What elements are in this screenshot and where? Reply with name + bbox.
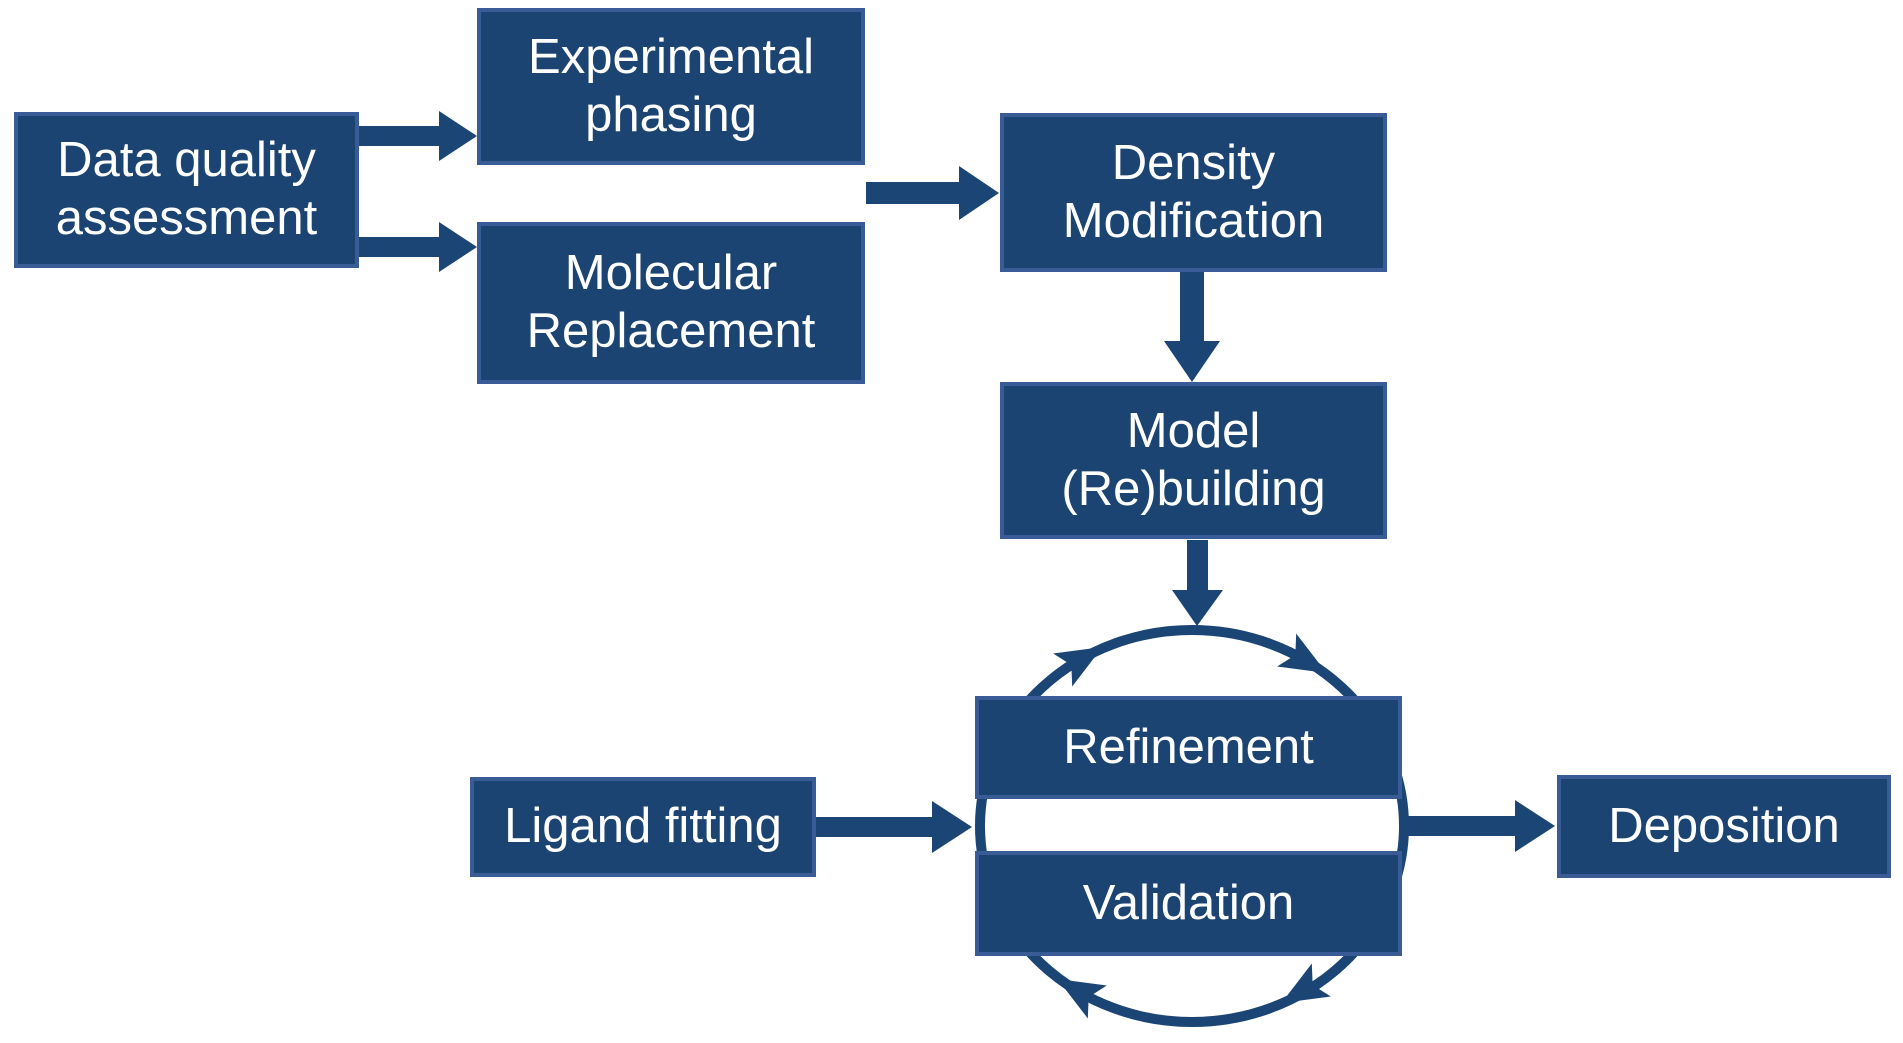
node-refinement: Refinement xyxy=(975,696,1402,799)
cycle-arrowhead-bottom-left xyxy=(1057,979,1107,1019)
cycle-ellipse xyxy=(975,625,1409,1027)
arrow-mod-to-cycle xyxy=(1172,540,1223,626)
arrow-cycle-to-dep xyxy=(1404,800,1555,852)
arrow-lig-to-cycle xyxy=(816,801,972,853)
arrow-dqa-to-exp xyxy=(358,111,477,161)
cycle-arrowhead-top-right xyxy=(1277,633,1327,673)
cycle-arrowhead-top-left xyxy=(1053,647,1103,687)
node-model-rebuilding: Model (Re)building xyxy=(1000,382,1387,539)
node-density-modification: Density Modification xyxy=(1000,113,1387,272)
node-experimental-phasing: Experimental phasing xyxy=(477,8,865,165)
node-data-quality-assessment: Data quality assessment xyxy=(14,112,359,268)
arrow-dqa-to-mol xyxy=(358,222,477,272)
node-deposition: Deposition xyxy=(1557,775,1891,878)
arrow-den-to-mod xyxy=(1164,272,1220,382)
arrow-phasing-to-den xyxy=(866,166,999,220)
node-validation: Validation xyxy=(975,851,1402,956)
node-ligand-fitting: Ligand fitting xyxy=(470,777,816,877)
cycle-arrowhead-bottom-right xyxy=(1281,963,1331,1003)
node-molecular-replacement: Molecular Replacement xyxy=(477,222,865,384)
